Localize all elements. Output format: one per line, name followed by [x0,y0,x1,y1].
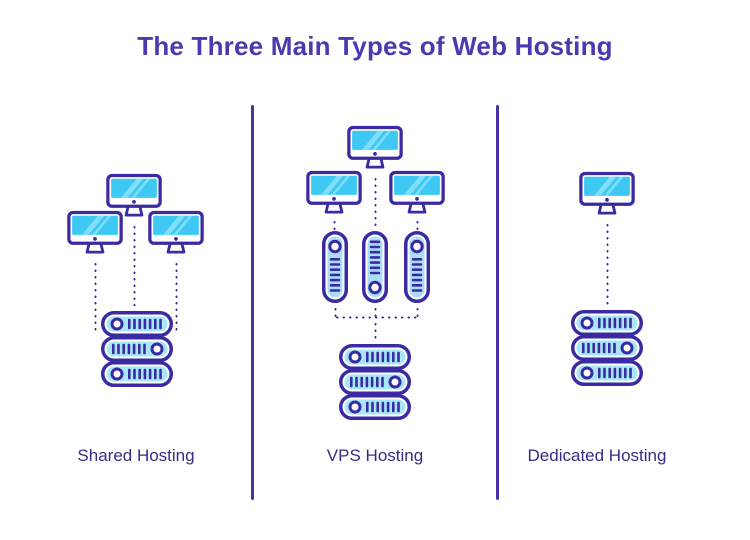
server-rack-icon [339,394,411,420]
monitor-icon [148,209,204,257]
dotted-connection-line [174,261,178,331]
server-rack-icon [339,369,411,395]
column-label: Shared Hosting [77,446,195,465]
server-rack-icon [101,361,173,387]
vps-instance-icon [362,231,388,303]
monitor-icon [389,169,445,217]
server-rack-icon [101,311,173,337]
dotted-connection-line [334,316,419,319]
server-rack-icon [571,310,643,336]
dotted-connection-line [415,306,419,317]
dotted-connection-line [605,222,609,306]
monitor-icon [67,209,123,257]
server-rack-icon [571,360,643,386]
column-divider [496,105,499,500]
page-title: The Three Main Types of Web Hosting [137,31,613,61]
dotted-connection-line [373,306,377,317]
vps-instance-icon [322,231,348,303]
monitor-icon [306,169,362,217]
dotted-connection-line [93,261,97,331]
vps-instance-icon [404,231,430,303]
dotted-connection-line [373,321,377,342]
monitor-icon [347,124,403,172]
dotted-connection-line [415,219,419,232]
server-rack-icon [101,336,173,362]
column-divider [251,105,254,500]
dotted-connection-line [332,219,336,232]
dotted-connection-line [333,306,337,317]
server-rack-icon [571,335,643,361]
monitor-icon [579,170,635,218]
column-label: VPS Hosting [326,446,424,465]
column-label: Dedicated Hosting [527,446,667,465]
dotted-connection-line [132,224,136,306]
dotted-connection-line [373,176,377,229]
server-rack-icon [339,344,411,370]
